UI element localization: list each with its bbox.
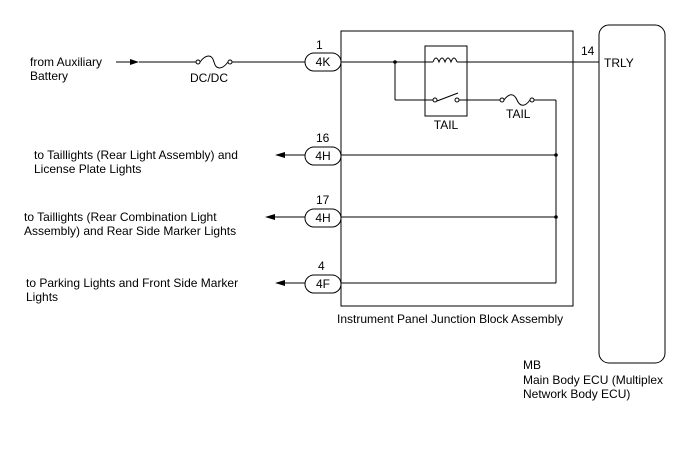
connector-4k-pin: 1 (316, 38, 323, 52)
ecu-pin-label: 14 (581, 44, 595, 58)
junction-block-title: Instrument Panel Junction Block Assembly (337, 312, 563, 326)
output3-label-1: to Parking Lights and Front Side Marker (26, 276, 238, 290)
tail-fuse-symbol (499, 94, 535, 106)
output2-label-1: to Taillights (Rear Combination Light (24, 210, 217, 224)
output3-label-2: Lights (26, 290, 58, 304)
dcdc-fuse-symbol (195, 55, 233, 69)
connector-4h-17 (304, 208, 342, 228)
connector-4k-code: 4K (316, 55, 331, 69)
ecu-signal-label: TRLY (604, 56, 634, 70)
output2-label-2: Assembly) and Rear Side Marker Lights (24, 224, 236, 238)
connector-4h-17-code: 4H (315, 211, 330, 225)
connector-4f-4-pin: 4 (318, 259, 325, 273)
tail-relay-box (424, 45, 468, 117)
ecu-box (598, 24, 666, 364)
connector-4f-4 (304, 274, 342, 294)
output1-label-2: License Plate Lights (34, 162, 141, 176)
input-arrow-head (130, 59, 139, 65)
ecu-code: MB (523, 358, 541, 372)
connector-4h-16-pin: 16 (316, 131, 330, 145)
connector-4f-4-code: 4F (316, 277, 330, 291)
output3-arrow-head (275, 280, 285, 286)
tail-fuse-label: TAIL (506, 107, 531, 121)
connector-4h-17-pin: 17 (316, 193, 330, 207)
ecu-name-1: Main Body ECU (Multiplex (523, 373, 663, 387)
output1-arrow-head (275, 152, 285, 158)
tail-relay-coil (432, 57, 458, 64)
output1-label-1: to Taillights (Rear Light Assembly) and (34, 148, 238, 162)
ecu-name-2: Network Body ECU) (523, 387, 630, 401)
tail-relay-label: TAIL (434, 118, 459, 132)
tail-relay-switch (432, 92, 460, 103)
output2-arrow-head (265, 214, 275, 220)
connector-4h-16-code: 4H (315, 149, 330, 163)
dcdc-fuse-label: DC/DC (190, 71, 228, 85)
aux-battery-label-1: from Auxiliary (30, 55, 102, 69)
junction-block-box (340, 30, 574, 307)
aux-battery-label-2: Battery (30, 69, 68, 83)
connector-4h-16 (304, 146, 342, 166)
